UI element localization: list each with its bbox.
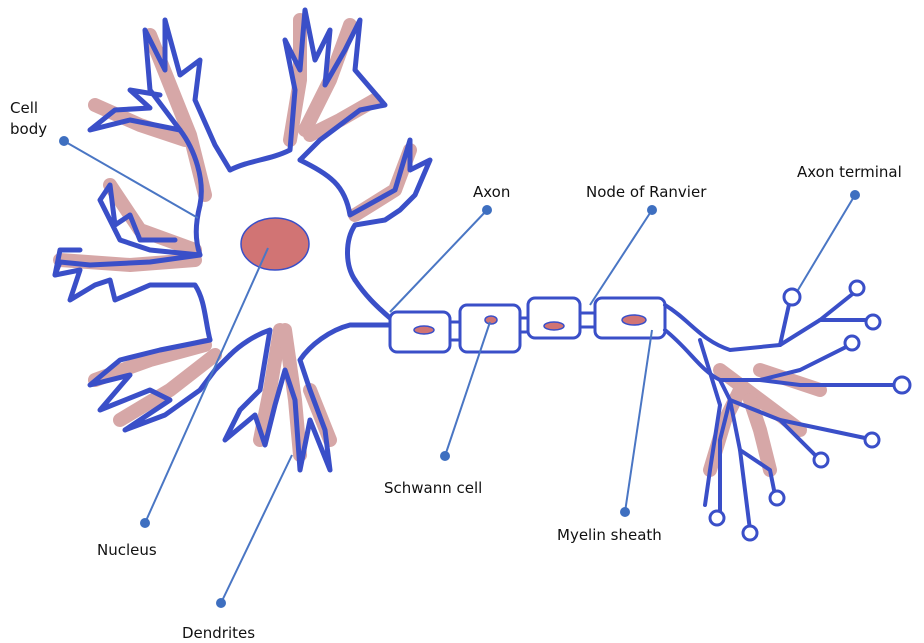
- schwann-cells: [390, 298, 665, 352]
- terminal-bouton: [743, 526, 757, 540]
- leader-axon-terminal: [798, 195, 855, 290]
- leader-axon: [390, 210, 487, 312]
- label-axon: Axon: [473, 183, 510, 202]
- label-cell-body: Cell body: [10, 98, 60, 140]
- label-axon-terminal: Axon terminal: [797, 163, 902, 182]
- dot-node: [647, 205, 657, 215]
- myelin-segment: [528, 298, 580, 338]
- label-nucleus: Nucleus: [97, 541, 157, 560]
- leader-myelin: [625, 330, 652, 512]
- label-dendrites: Dendrites: [182, 624, 255, 643]
- schwann-nucleus: [622, 315, 646, 325]
- leader-dendrites: [221, 455, 292, 603]
- label-myelin-sheath: Myelin sheath: [557, 526, 662, 545]
- schwann-nucleus: [544, 322, 564, 330]
- dot-axon: [482, 205, 492, 215]
- terminal-bouton: [710, 511, 724, 525]
- leader-node: [590, 210, 652, 305]
- label-schwann-cell: Schwann cell: [384, 479, 482, 498]
- terminal-bouton: [845, 336, 859, 350]
- dendrite-shading: [60, 20, 820, 470]
- schwann-nucleus: [485, 316, 497, 324]
- terminal-bouton: [894, 377, 910, 393]
- label-cell-body-line2: body: [10, 119, 60, 140]
- nucleus-shape: [241, 218, 309, 270]
- myelin-segment: [460, 305, 520, 352]
- terminal-bouton: [850, 281, 864, 295]
- terminal-bouton: [866, 315, 880, 329]
- dot-dendrites: [216, 598, 226, 608]
- dot-nucleus: [140, 518, 150, 528]
- leader-nucleus: [145, 248, 268, 523]
- label-node-of-ranvier: Node of Ranvier: [586, 183, 706, 202]
- label-cell-body-line1: Cell: [10, 98, 60, 119]
- terminal-bouton: [770, 491, 784, 505]
- terminal-bouton: [865, 433, 879, 447]
- terminal-bouton: [784, 289, 800, 305]
- axon-terminal-boutons: [710, 281, 910, 540]
- schwann-nucleus: [414, 326, 434, 334]
- dot-myelin: [620, 507, 630, 517]
- terminal-bouton: [814, 453, 828, 467]
- dot-cell-body: [59, 136, 69, 146]
- dot-axon-terminal: [850, 190, 860, 200]
- dot-schwann: [440, 451, 450, 461]
